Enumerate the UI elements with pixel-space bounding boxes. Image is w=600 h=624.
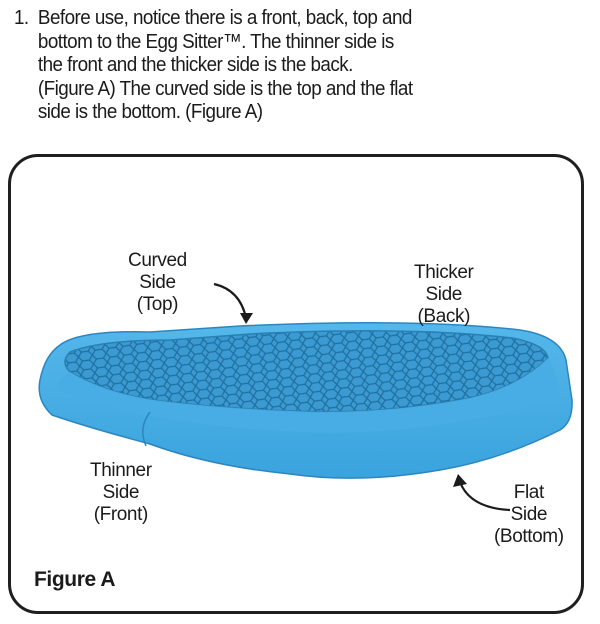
instruction-line-1: 1.Before use, notice there is a front, b… bbox=[14, 6, 412, 29]
label-thicker-side: Thicker Side (Back) bbox=[414, 262, 474, 327]
instruction-line-2: bottom to the Egg Sitter™. The thinner s… bbox=[37, 29, 394, 53]
instruction-line-4: (Figure A) The curved side is the top an… bbox=[37, 76, 413, 100]
arrow-flat-side bbox=[458, 481, 511, 512]
arrowhead-curved-side bbox=[240, 313, 253, 324]
cushion-front-rim bbox=[56, 358, 560, 433]
label-curved-side: Curved Side (Top) bbox=[128, 250, 187, 315]
figure-title: Figure A bbox=[34, 568, 116, 591]
figure-frame bbox=[8, 154, 584, 614]
arrowhead-flat-side bbox=[453, 474, 467, 487]
arrow-curved-side bbox=[213, 282, 248, 319]
label-thinner-side: Thinner Side (Front) bbox=[90, 460, 152, 525]
label-flat-side: Flat Side (Bottom) bbox=[494, 482, 564, 547]
cushion-seam bbox=[142, 411, 151, 447]
instruction-text: 1.Before use, notice there is a front, b… bbox=[14, 6, 548, 124]
instruction-line-5: side is the bottom. (Figure A) bbox=[37, 100, 263, 123]
instruction-line-3: the front and the thicker side is the ba… bbox=[37, 53, 353, 76]
step-number: 1. bbox=[14, 6, 29, 29]
